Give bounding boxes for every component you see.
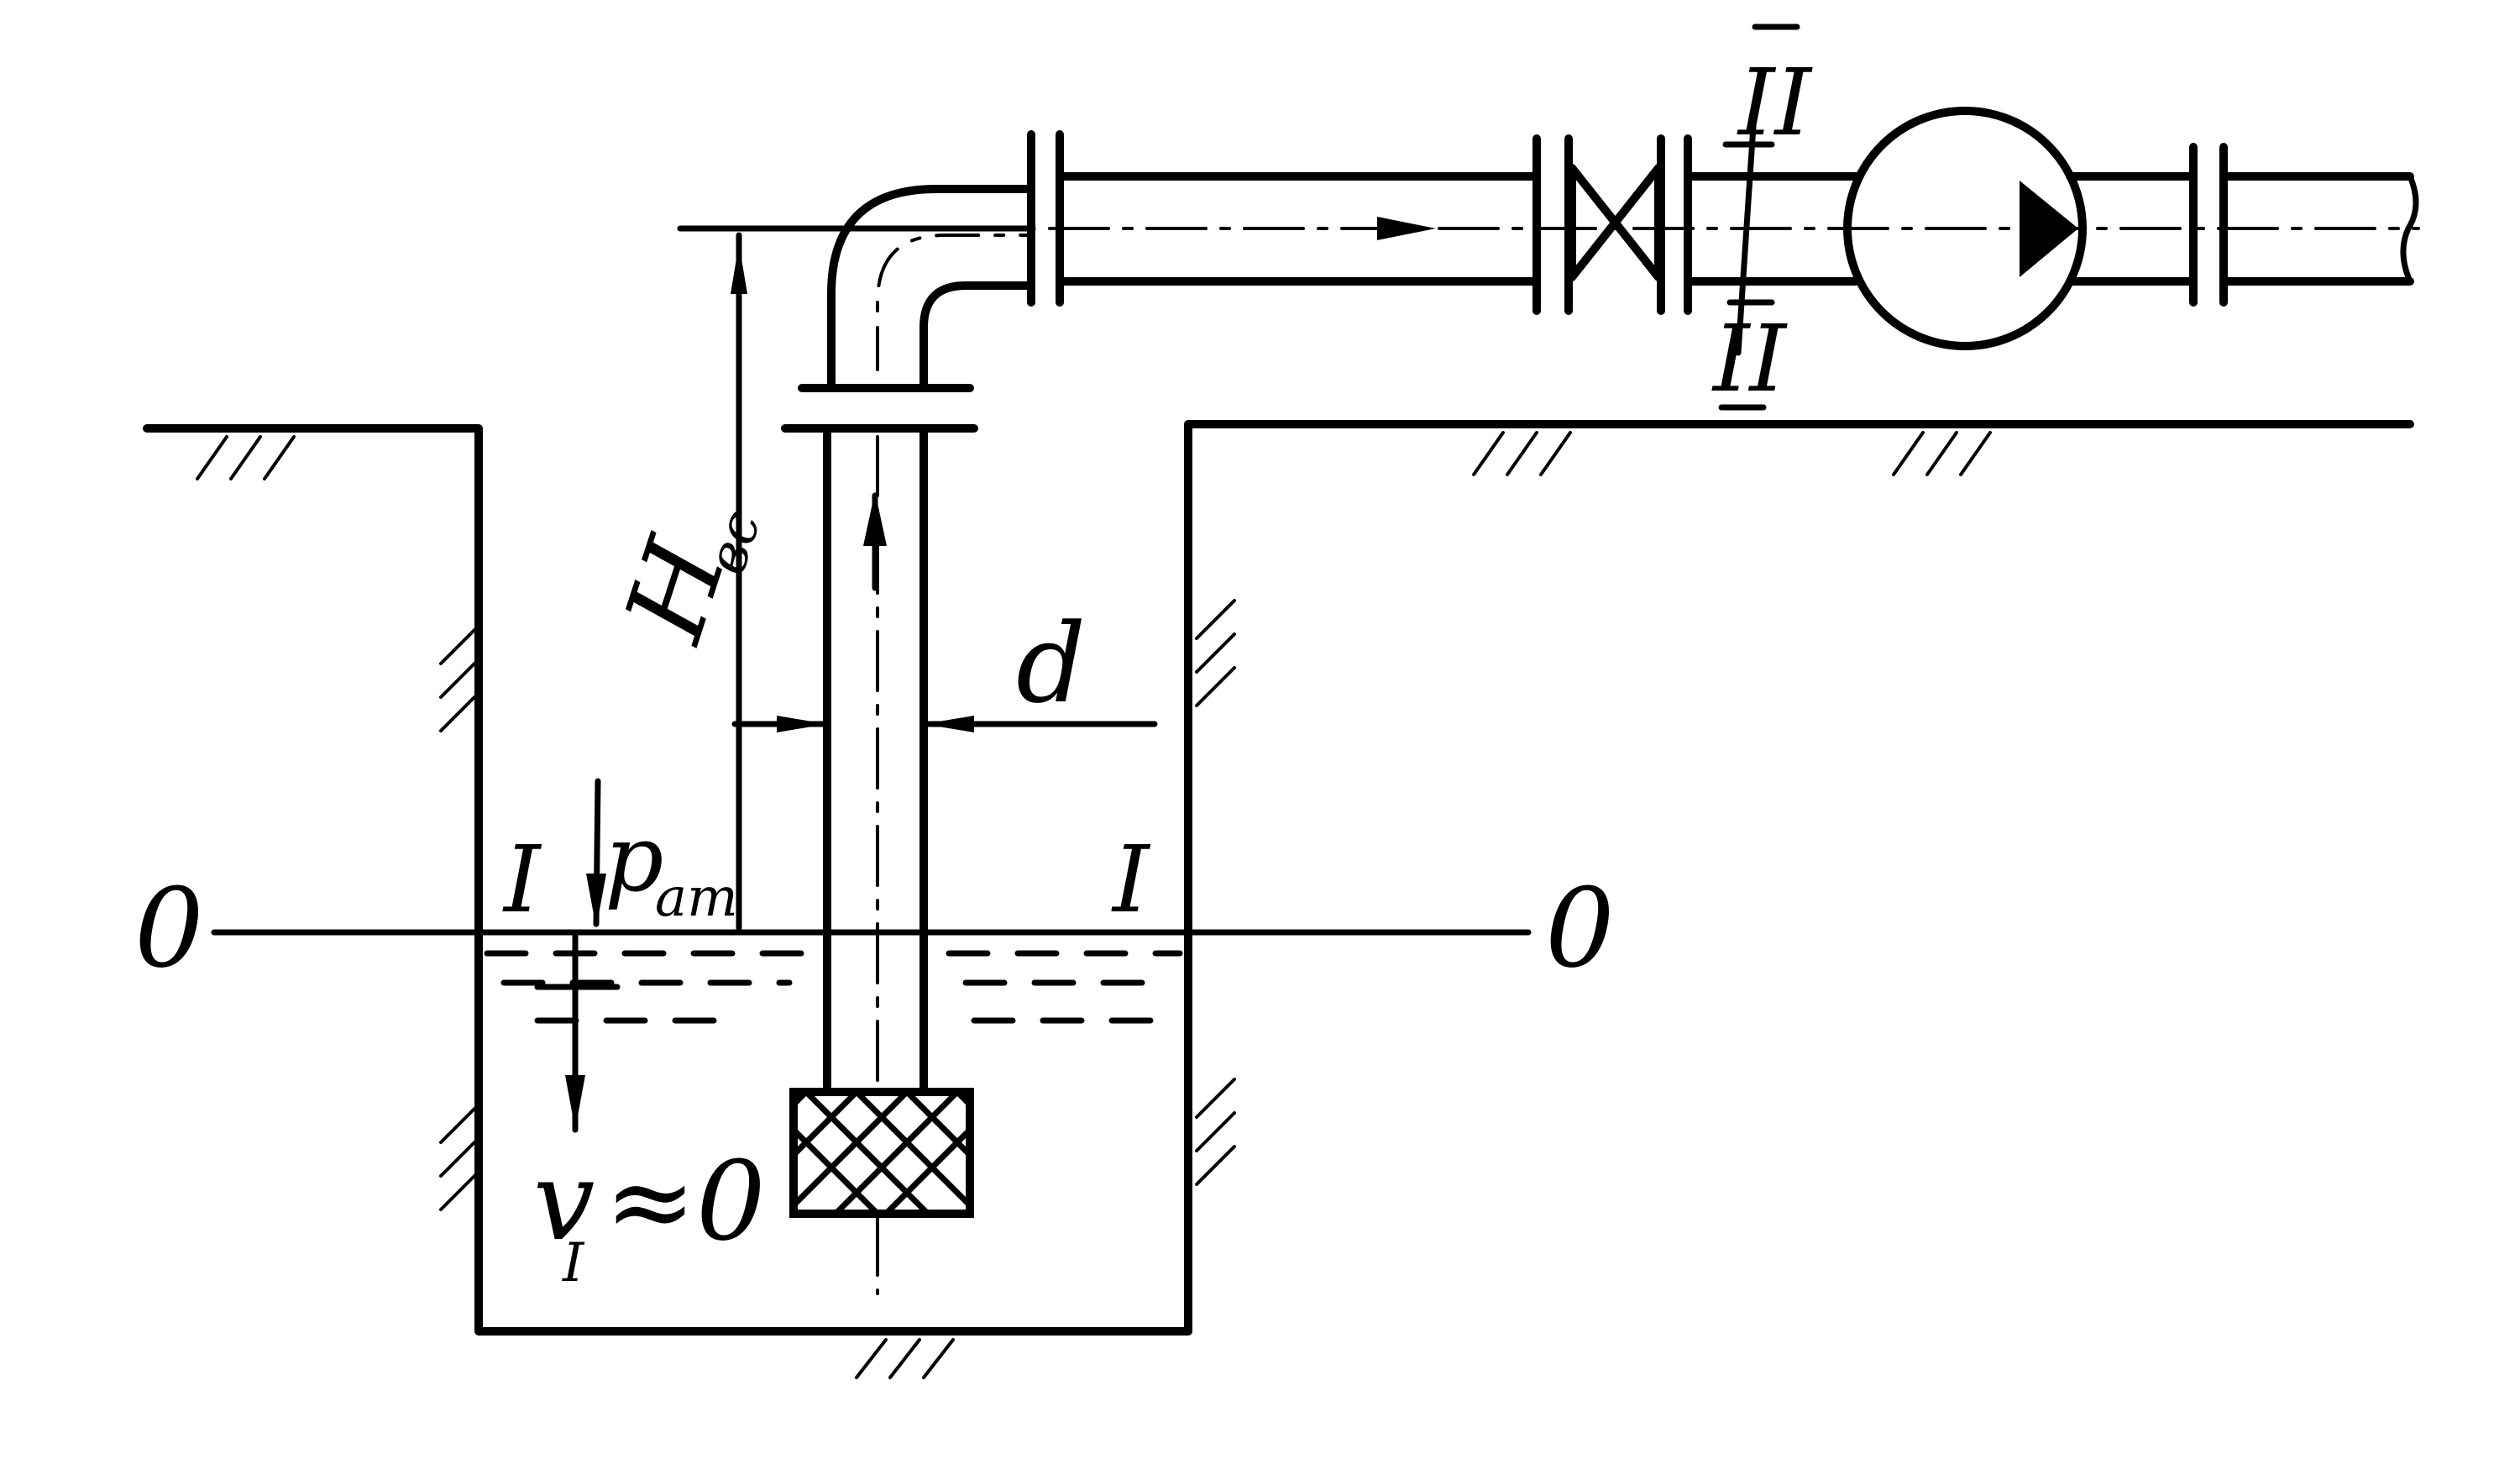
velocity-subscript: I (562, 1232, 585, 1294)
velocity-symbol: v (533, 1137, 595, 1265)
datum-right-label: 0 (1545, 864, 1615, 992)
suction-height-dimension (677, 225, 1036, 932)
section-1-left-label: I (502, 826, 542, 933)
discharge-pipe (1027, 130, 2420, 315)
pump (1843, 107, 2419, 350)
diameter-label: d (1016, 600, 1086, 727)
sump-well (143, 420, 2414, 1379)
velocity-relation: ≈0 (605, 1137, 766, 1265)
pressure-symbol: p (605, 805, 663, 912)
pressure-label: p ат (605, 805, 738, 929)
atmospheric-pressure-arrow (586, 778, 606, 928)
diameter-dimension (731, 716, 1158, 732)
section-2-marks (1718, 24, 1800, 411)
velocity-label: v I ≈0 (533, 1137, 766, 1294)
datum-left-label: 0 (134, 864, 204, 992)
pressure-subscript: ат (655, 867, 738, 929)
section-2-top-label: II (1737, 49, 1813, 156)
suction-pipe (781, 424, 978, 1295)
section-1-right-label: I (1111, 826, 1151, 933)
section-2-bottom-label: II (1711, 305, 1788, 412)
pipe-elbow (798, 185, 1033, 392)
water-surface (211, 929, 1532, 1024)
suction-height-label: H вс (600, 504, 773, 657)
strainer (789, 1088, 974, 1218)
velocity-arrow (534, 933, 621, 1133)
